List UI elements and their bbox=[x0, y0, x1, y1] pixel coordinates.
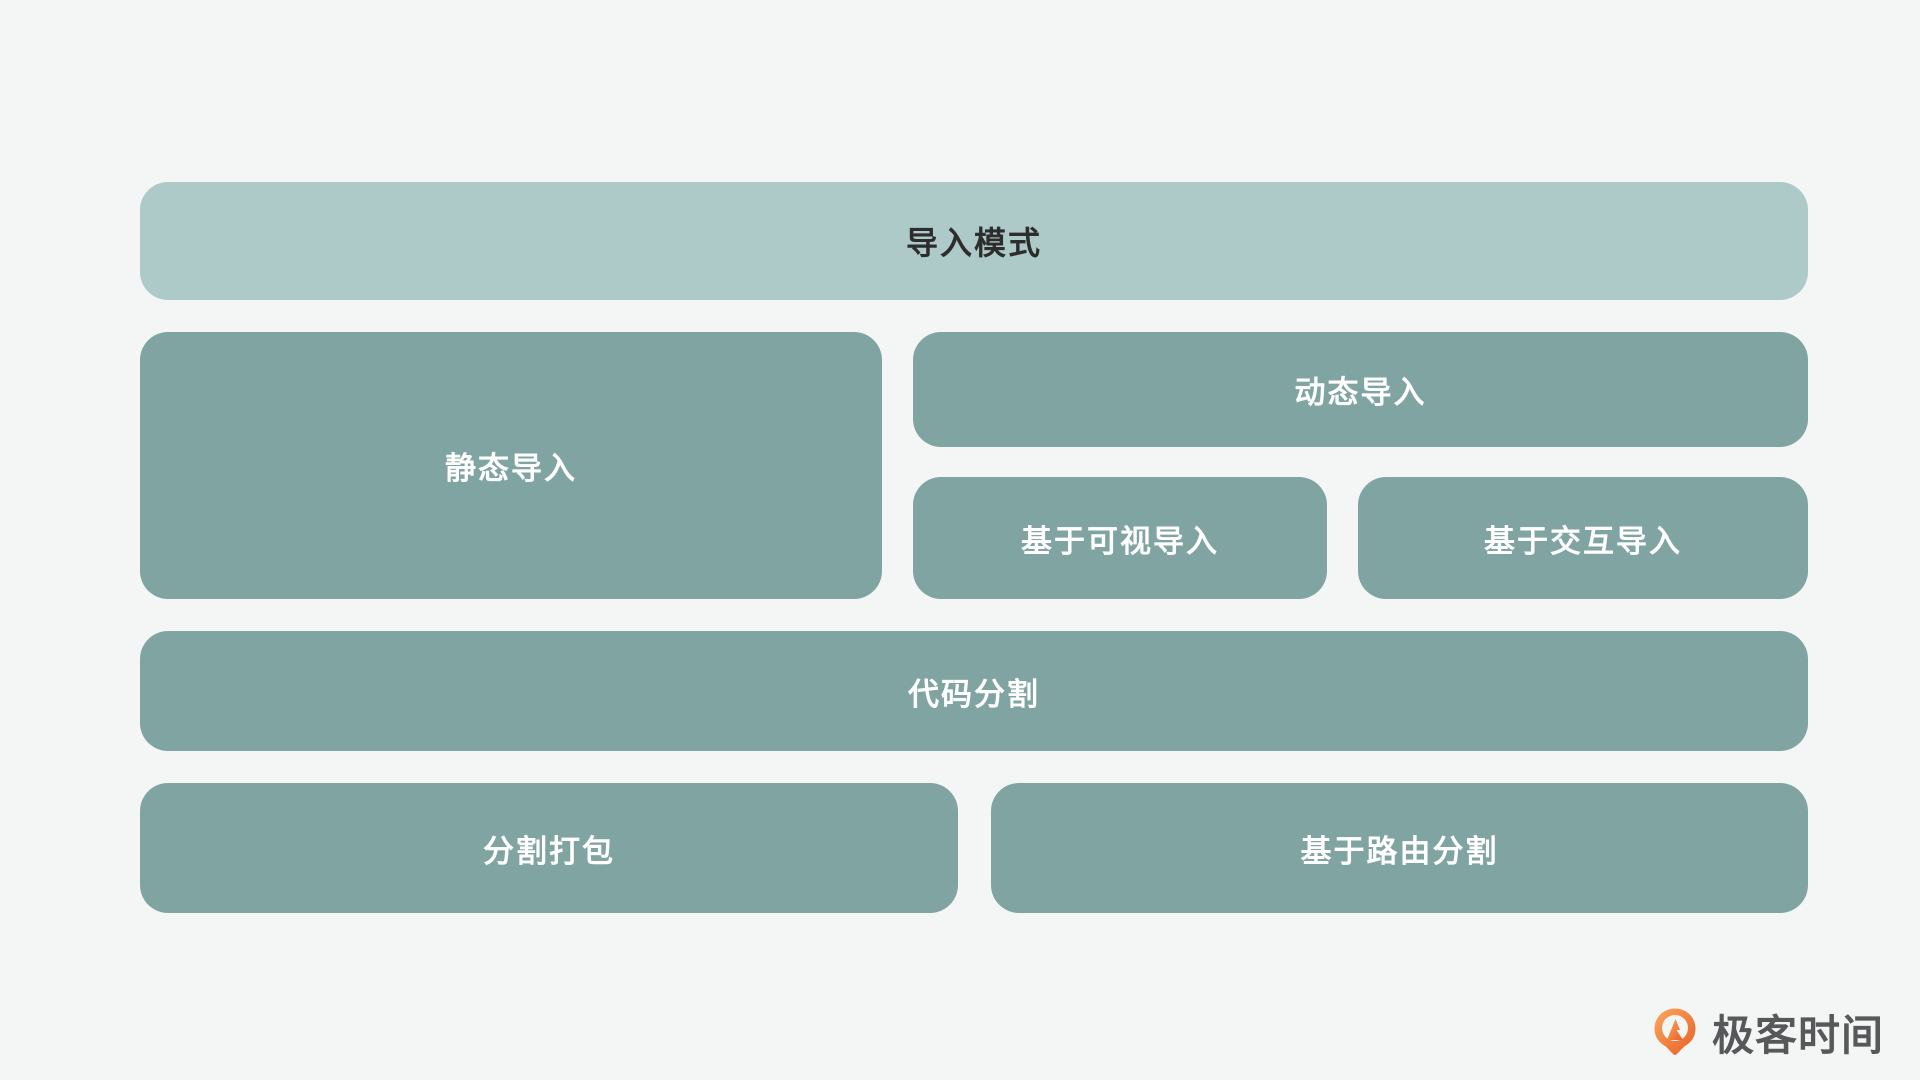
row-splitting-types: 分割打包 基于路由分割 bbox=[140, 783, 1808, 913]
box-route-splitting: 基于路由分割 bbox=[991, 783, 1808, 913]
brand-name: 极客时间 bbox=[1711, 1011, 1884, 1059]
row-imports: 静态导入 动态导入 基于可视导入 基于交互导入 bbox=[140, 332, 1808, 599]
box-static-import: 静态导入 bbox=[140, 332, 882, 599]
box-import-mode-label: 导入模式 bbox=[905, 225, 1042, 261]
box-split-bundling: 分割打包 bbox=[140, 783, 958, 913]
brand-logo: 极客时间 bbox=[1650, 1000, 1884, 1064]
box-visibility-import: 基于可视导入 bbox=[913, 477, 1327, 599]
box-interaction-import-label: 基于交互导入 bbox=[1484, 523, 1682, 559]
box-route-splitting-label: 基于路由分割 bbox=[1300, 833, 1499, 869]
dynamic-import-column: 动态导入 基于可视导入 基于交互导入 bbox=[913, 332, 1808, 599]
box-code-splitting: 代码分割 bbox=[140, 631, 1808, 751]
box-static-import-label: 静态导入 bbox=[445, 451, 577, 486]
box-import-mode: 导入模式 bbox=[140, 182, 1808, 300]
diagram-stack: 导入模式 静态导入 动态导入 基于可视导入 基于交互导入 bbox=[140, 182, 1808, 913]
box-interaction-import: 基于交互导入 bbox=[1358, 477, 1808, 599]
box-code-splitting-label: 代码分割 bbox=[908, 676, 1040, 712]
box-split-bundling-label: 分割打包 bbox=[483, 833, 615, 869]
row-dynamic-import-types: 基于可视导入 基于交互导入 bbox=[913, 477, 1808, 599]
box-dynamic-import: 动态导入 bbox=[913, 332, 1808, 447]
box-visibility-import-label: 基于可视导入 bbox=[1021, 523, 1219, 559]
geektime-logo-icon bbox=[1654, 1008, 1696, 1055]
box-dynamic-import-label: 动态导入 bbox=[1294, 375, 1427, 410]
